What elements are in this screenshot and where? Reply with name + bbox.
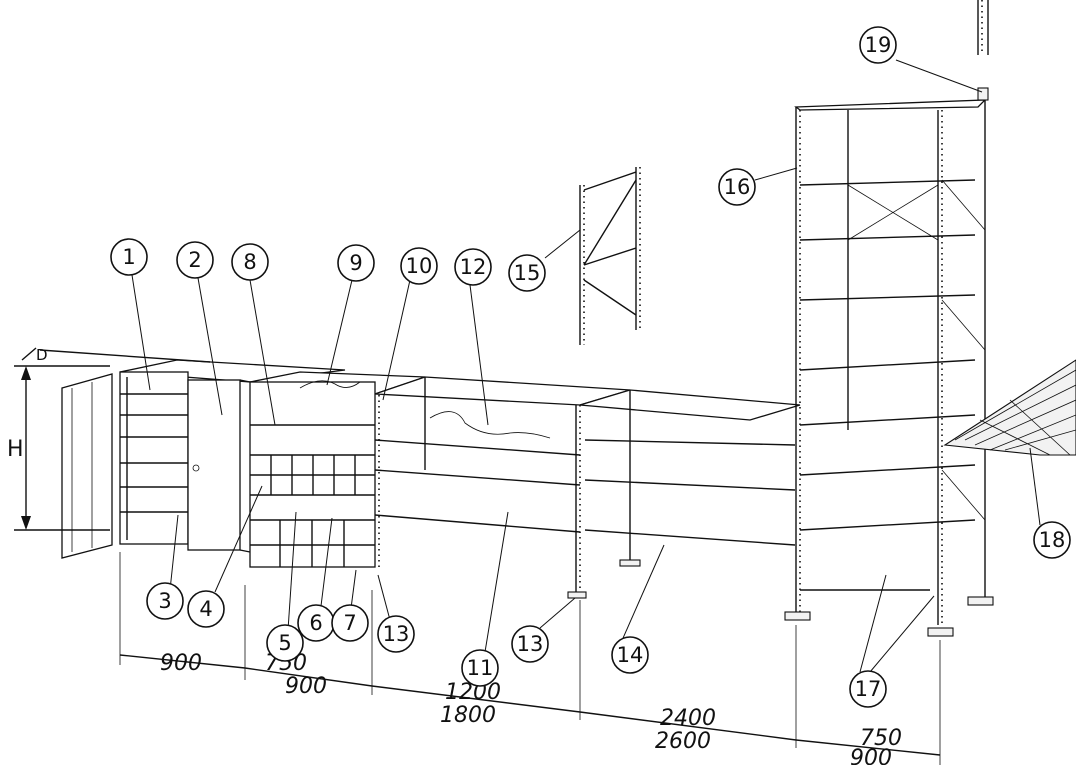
svg-text:1: 1: [122, 245, 135, 269]
callout-19: 19: [859, 26, 897, 64]
callout-5: 5: [266, 624, 304, 662]
svg-text:8: 8: [243, 250, 256, 274]
tall-rack: [784, 99, 994, 637]
callout-2: 2: [176, 241, 214, 279]
svg-text:7: 7: [343, 611, 356, 635]
callout-16: 16: [718, 168, 756, 206]
svg-text:2: 2: [188, 248, 201, 272]
callout-12: 12: [454, 248, 492, 286]
dimension-2400: 2400: [660, 706, 716, 731]
open-door: [61, 373, 113, 559]
svg-text:13: 13: [383, 622, 410, 646]
door-lock: [192, 464, 200, 472]
dimension-2600: 2600: [655, 729, 711, 754]
dimension-900b: 900: [285, 674, 327, 699]
callout-leaders: [131, 59, 1041, 673]
dimension-900: 900: [160, 651, 202, 676]
svg-text:17: 17: [855, 677, 882, 701]
svg-text:12: 12: [460, 255, 487, 279]
shelf-section-2400: [579, 389, 801, 567]
callout-14: 14: [611, 636, 649, 674]
callout-13b: 13: [511, 625, 549, 663]
svg-text:16: 16: [724, 175, 751, 199]
svg-text:4: 4: [199, 597, 212, 621]
callout-3: 3: [146, 582, 184, 620]
callout-8: 8: [231, 243, 269, 281]
callout-15: 15: [508, 254, 546, 292]
svg-text:11: 11: [467, 656, 494, 680]
svg-text:9: 9: [349, 251, 362, 275]
svg-text:6: 6: [309, 611, 322, 635]
svg-text:5: 5: [278, 631, 291, 655]
callout-18: 18: [1033, 521, 1071, 559]
callout-9: 9: [337, 244, 375, 282]
drawer-bin-section: [249, 371, 426, 568]
svg-text:15: 15: [514, 261, 541, 285]
cabinet-door: [187, 379, 241, 551]
dimension-900c: 900: [850, 746, 892, 765]
depth-label: D: [36, 346, 48, 364]
svg-text:10: 10: [406, 254, 433, 278]
callout-4: 4: [187, 590, 225, 628]
callout-13a: 13: [377, 615, 415, 653]
dimension-750b: 750: [860, 726, 902, 751]
shelf-section-1200: [374, 376, 631, 599]
callout-10: 10: [400, 247, 438, 285]
callout-1: 1: [110, 238, 148, 276]
svg-text:18: 18: [1039, 528, 1066, 552]
mesh-deck: [943, 359, 1076, 456]
height-depth-marks: [14, 347, 211, 531]
svg-text:19: 19: [865, 33, 892, 57]
upright-frame: [579, 167, 641, 345]
width-dimension-lines: [119, 552, 941, 765]
callout-17: 17: [849, 670, 887, 708]
svg-text:14: 14: [617, 643, 644, 667]
callout-7: 7: [331, 604, 369, 642]
callout-11: 11: [461, 649, 499, 687]
height-label: H: [7, 437, 24, 462]
svg-text:13: 13: [517, 632, 544, 656]
dimension-1800: 1800: [440, 703, 496, 728]
top-connector: [977, 0, 989, 101]
callout-6: 6: [297, 604, 335, 642]
svg-text:3: 3: [158, 589, 171, 613]
